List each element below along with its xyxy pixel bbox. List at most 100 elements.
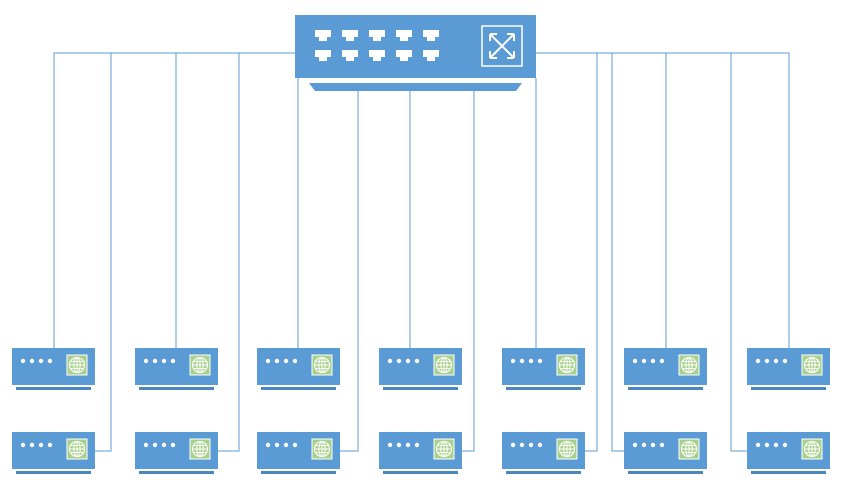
status-led bbox=[161, 358, 167, 364]
status-led bbox=[659, 442, 665, 448]
status-led bbox=[396, 358, 402, 364]
ethernet-port-icon bbox=[369, 50, 385, 61]
network-host-icon bbox=[747, 432, 830, 474]
status-led bbox=[387, 442, 393, 448]
ethernet-port-icon bbox=[342, 30, 358, 41]
status-led bbox=[528, 358, 534, 364]
status-led bbox=[659, 358, 665, 364]
status-led bbox=[641, 442, 647, 448]
status-led bbox=[20, 358, 26, 364]
status-led bbox=[29, 358, 35, 364]
status-led bbox=[510, 442, 516, 448]
status-led bbox=[632, 442, 638, 448]
globe-icon bbox=[311, 354, 333, 376]
ethernet-port-icon bbox=[396, 50, 412, 61]
status-led bbox=[650, 358, 656, 364]
network-host-icon bbox=[135, 432, 218, 474]
status-led bbox=[20, 442, 26, 448]
status-led bbox=[537, 358, 543, 364]
status-led bbox=[152, 358, 158, 364]
connection-wire bbox=[536, 52, 790, 348]
status-led bbox=[283, 442, 289, 448]
connection-wire bbox=[53, 52, 295, 348]
globe-icon bbox=[801, 438, 823, 460]
globe-icon bbox=[66, 354, 88, 376]
ethernet-port-icon bbox=[396, 30, 412, 41]
status-led bbox=[274, 442, 280, 448]
globe-icon bbox=[433, 354, 455, 376]
globe-icon bbox=[433, 438, 455, 460]
network-host-icon bbox=[502, 348, 585, 390]
status-led bbox=[755, 358, 761, 364]
status-led bbox=[387, 358, 393, 364]
status-led bbox=[764, 442, 770, 448]
globe-icon bbox=[311, 438, 333, 460]
ethernet-port-icon bbox=[369, 30, 385, 41]
status-led bbox=[29, 442, 35, 448]
network-host-icon bbox=[624, 432, 707, 474]
globe-icon bbox=[801, 354, 823, 376]
status-led bbox=[414, 358, 420, 364]
status-led bbox=[537, 442, 543, 448]
status-led bbox=[170, 358, 176, 364]
network-host-icon bbox=[12, 348, 95, 390]
network-host-icon bbox=[379, 348, 462, 390]
network-host-icon bbox=[379, 432, 462, 474]
status-led bbox=[755, 442, 761, 448]
network-host-icon bbox=[257, 432, 340, 474]
network-host-icon bbox=[502, 432, 585, 474]
connection-wire bbox=[95, 53, 112, 452]
ethernet-port-icon bbox=[423, 50, 439, 61]
status-led bbox=[265, 358, 271, 364]
ethernet-port-icon bbox=[423, 30, 439, 41]
status-led bbox=[773, 358, 779, 364]
status-led bbox=[274, 358, 280, 364]
network-host-icon bbox=[624, 348, 707, 390]
status-led bbox=[265, 442, 271, 448]
status-led bbox=[519, 358, 525, 364]
ethernet-port-icon bbox=[315, 30, 331, 41]
switch-crossed-arrows-icon bbox=[481, 25, 523, 67]
status-led bbox=[152, 442, 158, 448]
status-led bbox=[38, 358, 44, 364]
globe-icon bbox=[556, 354, 578, 376]
globe-icon bbox=[66, 438, 88, 460]
globe-icon bbox=[678, 354, 700, 376]
status-led bbox=[143, 442, 149, 448]
switch-body bbox=[295, 15, 536, 78]
connection-wire bbox=[585, 53, 598, 452]
status-led bbox=[510, 358, 516, 364]
ethernet-port-icon bbox=[315, 50, 331, 61]
status-led bbox=[782, 442, 788, 448]
connection-wire bbox=[462, 91, 475, 452]
network-host-icon bbox=[257, 348, 340, 390]
connection-wires bbox=[53, 52, 790, 452]
network-host-icon bbox=[135, 348, 218, 390]
status-led bbox=[650, 442, 656, 448]
status-led bbox=[528, 442, 534, 448]
globe-icon bbox=[678, 438, 700, 460]
status-led bbox=[405, 442, 411, 448]
host-devices bbox=[12, 348, 830, 474]
status-led bbox=[47, 442, 53, 448]
status-led bbox=[764, 358, 770, 364]
network-host-icon bbox=[12, 432, 95, 474]
status-led bbox=[292, 442, 298, 448]
status-led bbox=[396, 442, 402, 448]
status-led bbox=[405, 358, 411, 364]
network-switch-icon bbox=[295, 15, 536, 91]
status-led bbox=[519, 442, 525, 448]
status-led bbox=[641, 358, 647, 364]
connection-wire bbox=[611, 53, 624, 452]
switch-base bbox=[309, 83, 522, 91]
globe-icon bbox=[189, 354, 211, 376]
globe-icon bbox=[189, 438, 211, 460]
status-led bbox=[632, 358, 638, 364]
status-led bbox=[292, 358, 298, 364]
status-led bbox=[170, 442, 176, 448]
connection-wire bbox=[340, 91, 359, 452]
connection-wire bbox=[218, 53, 240, 452]
ethernet-port-icon bbox=[342, 50, 358, 61]
status-led bbox=[782, 358, 788, 364]
